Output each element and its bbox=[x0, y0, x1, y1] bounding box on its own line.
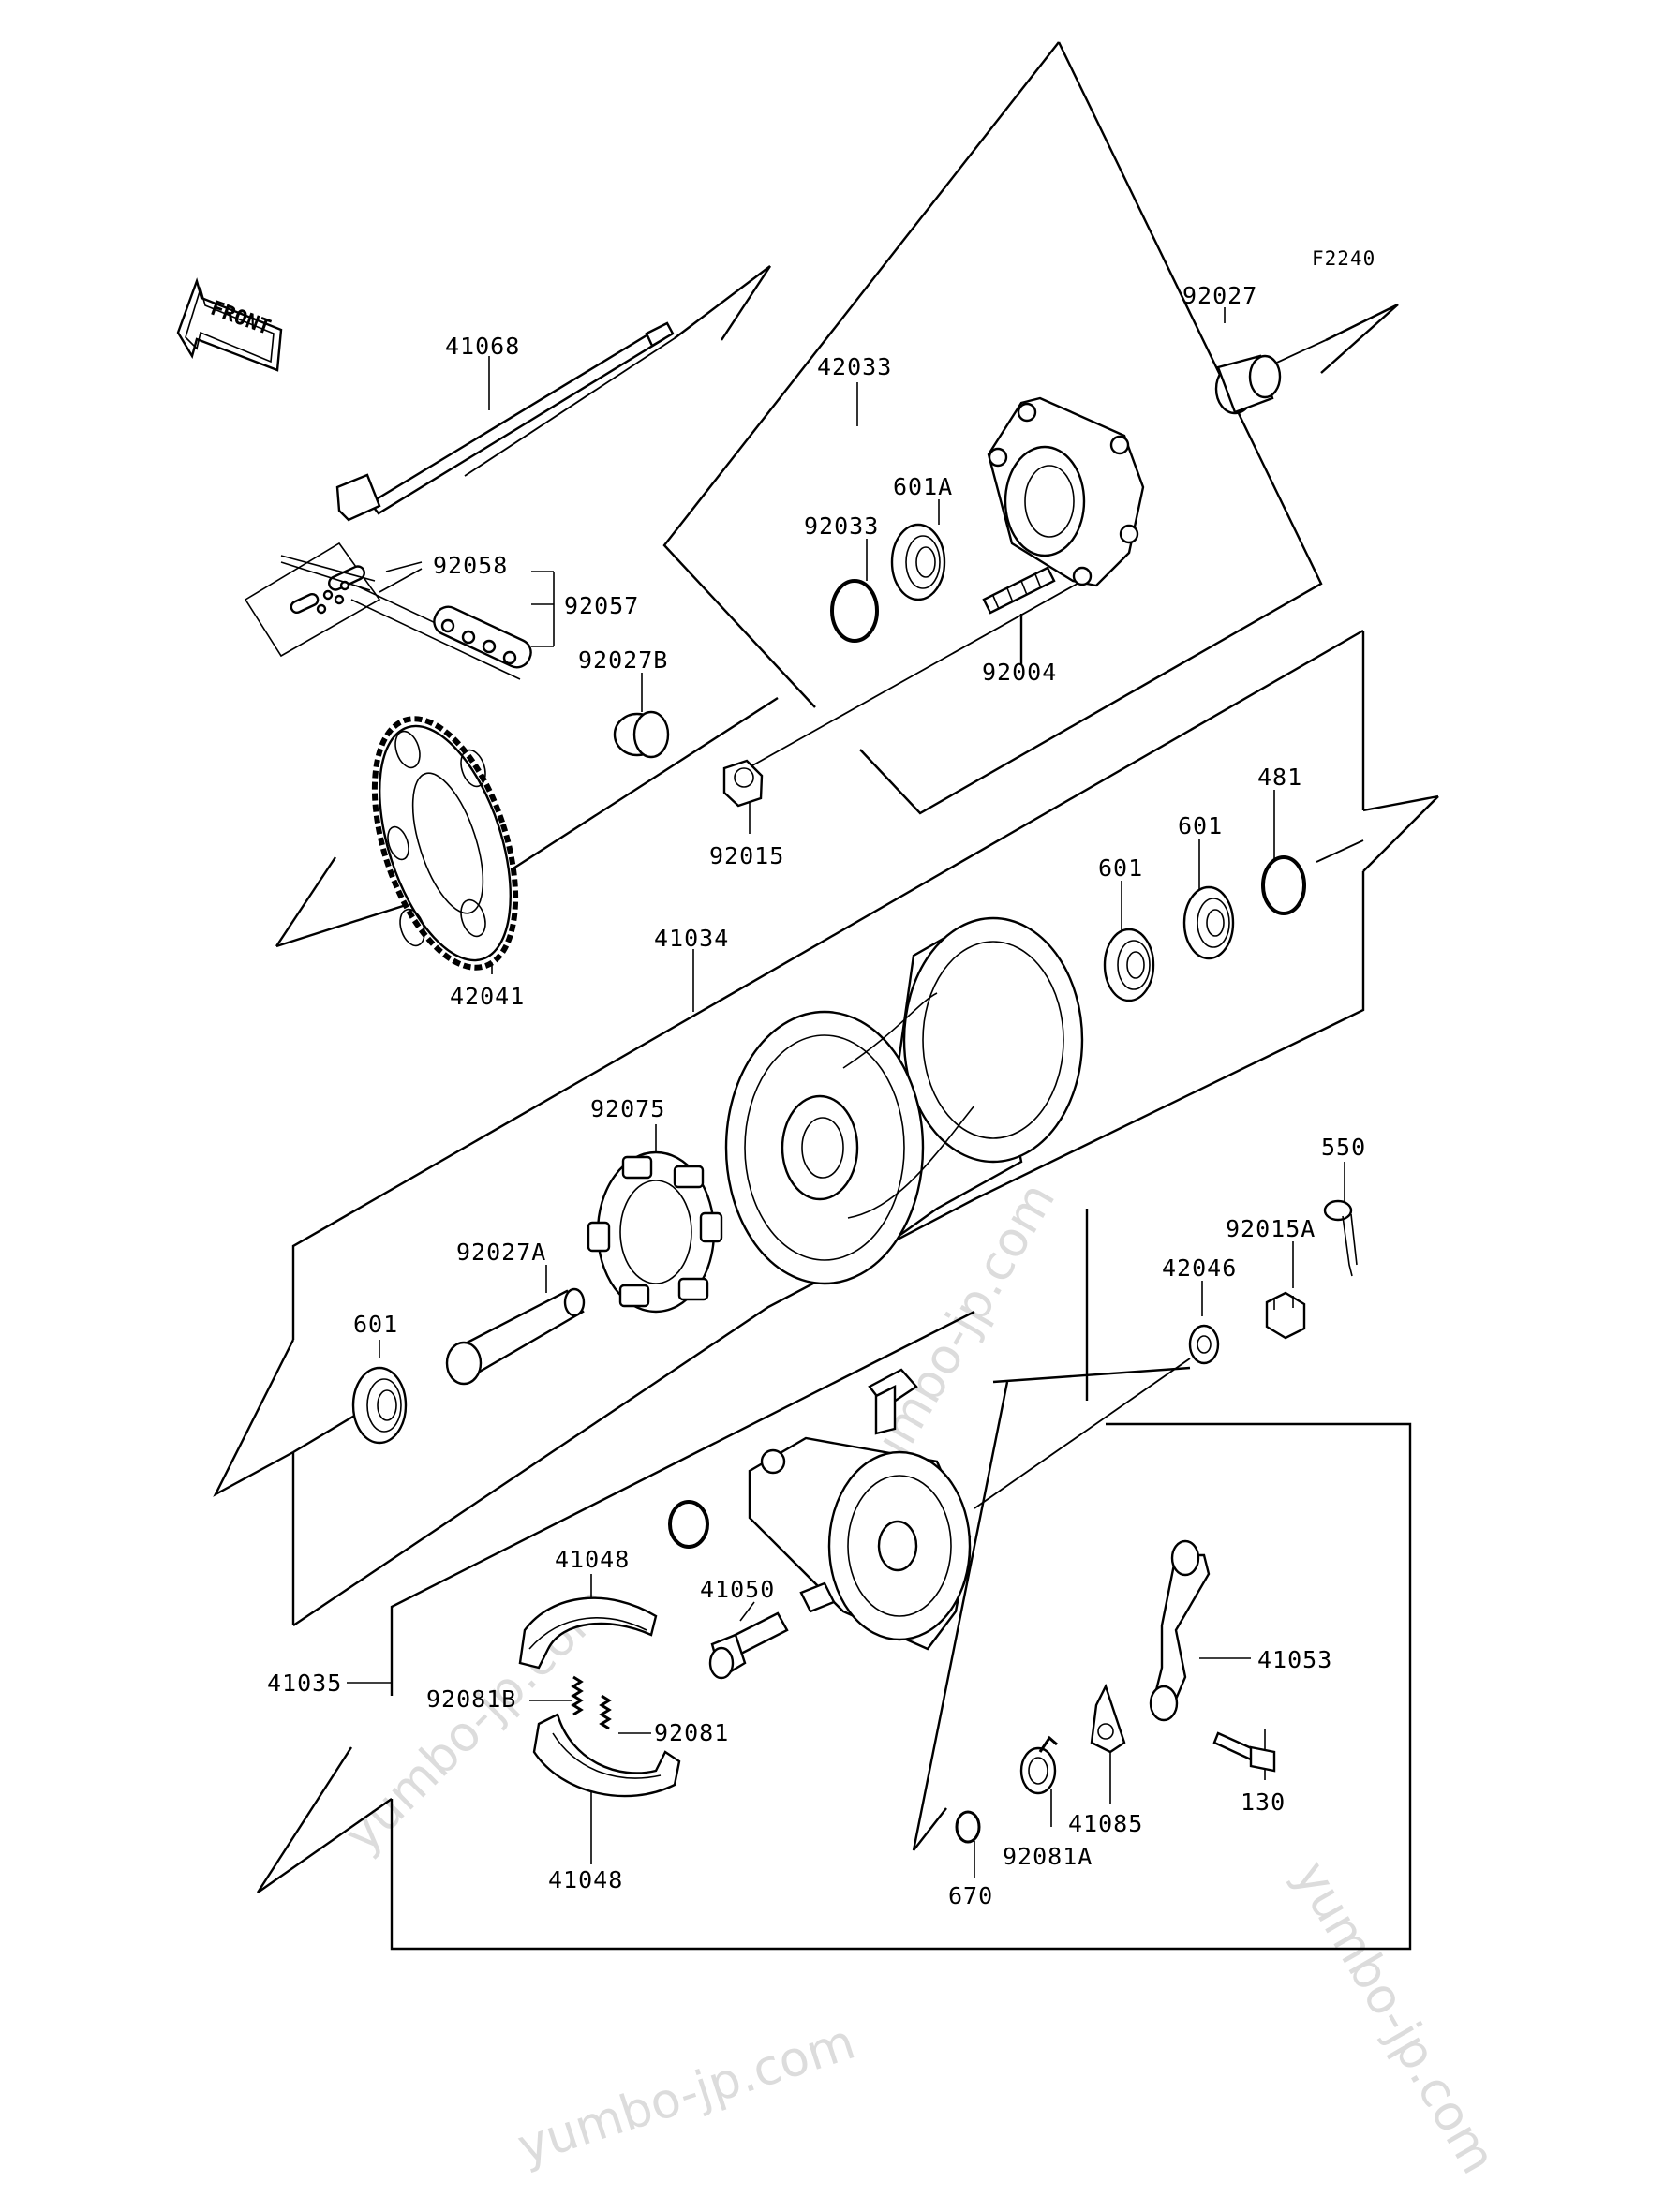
brake-outline bbox=[390, 1310, 1412, 1951]
part-label: 130 bbox=[1241, 1789, 1286, 1816]
brake-cam-bolt-part bbox=[868, 1368, 918, 1435]
part-label: 601A bbox=[893, 473, 953, 500]
chain-link-part bbox=[244, 542, 381, 658]
damper-92075-part bbox=[587, 1150, 723, 1314]
front-arrow-icon: FRONT bbox=[176, 277, 283, 372]
part-label: 92027B bbox=[578, 646, 668, 674]
chain-part bbox=[350, 585, 532, 680]
circlip-481-part bbox=[1261, 855, 1306, 915]
stud-92004-part bbox=[982, 566, 1056, 615]
coupling-outline bbox=[662, 41, 1323, 815]
part-label: 601 bbox=[1178, 812, 1223, 839]
part-label: 41048 bbox=[555, 1546, 630, 1573]
brake-cam-part bbox=[708, 1611, 789, 1680]
part-label: 92015A bbox=[1226, 1215, 1316, 1242]
spring-92081B-part bbox=[571, 1675, 584, 1716]
part-label: 92081B bbox=[426, 1685, 516, 1713]
part-label: 41035 bbox=[267, 1670, 342, 1697]
leader-lines bbox=[347, 307, 1345, 1878]
bearing-601-c-part bbox=[351, 1366, 408, 1445]
part-label: 92058 bbox=[433, 552, 508, 579]
axle-part bbox=[335, 321, 675, 522]
indicator-41085-part bbox=[1090, 1683, 1126, 1754]
collar-92027B-part bbox=[613, 710, 670, 759]
part-label: 92057 bbox=[564, 592, 639, 619]
hub-part bbox=[724, 916, 1084, 1285]
part-label: 601 bbox=[1098, 854, 1143, 882]
part-label: 41050 bbox=[700, 1576, 775, 1603]
bearing-601A-part bbox=[890, 523, 946, 601]
hub-outline bbox=[291, 629, 1365, 1626]
sprocket-part bbox=[371, 716, 519, 971]
part-label: 481 bbox=[1257, 764, 1302, 791]
part-label: 601 bbox=[353, 1311, 398, 1338]
brake-shoe-lower-part bbox=[532, 1713, 681, 1798]
part-label: 92081 bbox=[654, 1719, 729, 1746]
bolt-130-part bbox=[1212, 1731, 1276, 1773]
nut-92015-part bbox=[722, 759, 764, 808]
collar-92027-part bbox=[1214, 354, 1282, 415]
spring-92081-part bbox=[599, 1694, 612, 1730]
watermark: yumbo-jp.com bbox=[1283, 1852, 1507, 2184]
cotter-pin-550-part bbox=[1323, 1199, 1358, 1277]
circlip-panel-part bbox=[668, 1500, 709, 1549]
bearing-601-b-part bbox=[1103, 928, 1155, 1002]
part-label: 92027A bbox=[456, 1239, 546, 1266]
part-label: 550 bbox=[1321, 1134, 1366, 1161]
part-label: 41085 bbox=[1068, 1810, 1143, 1837]
part-label: 41053 bbox=[1257, 1646, 1332, 1673]
part-label: 92075 bbox=[590, 1095, 665, 1122]
part-label: 92027 bbox=[1182, 282, 1257, 309]
spacer-92027A-part bbox=[445, 1287, 586, 1386]
watermark: yumbo-jp.com bbox=[511, 2014, 861, 2176]
o-ring-670-part bbox=[955, 1810, 981, 1844]
brake-panel-part bbox=[748, 1436, 972, 1651]
part-label: 42041 bbox=[450, 983, 525, 1010]
part-label: 92033 bbox=[804, 512, 879, 540]
coupling-part bbox=[987, 396, 1145, 587]
circlip-92033-part bbox=[830, 579, 879, 643]
collar-42046-part bbox=[1188, 1324, 1220, 1365]
part-label: 41048 bbox=[548, 1866, 623, 1893]
part-label: 42046 bbox=[1162, 1254, 1237, 1282]
nut-92015A-part bbox=[1265, 1291, 1306, 1340]
brake-shoe-upper-part bbox=[518, 1596, 658, 1670]
part-label: 41068 bbox=[445, 333, 520, 360]
figure-code: F2240 bbox=[1312, 247, 1375, 270]
part-label: 42033 bbox=[817, 353, 892, 380]
bearing-601-a-part bbox=[1182, 885, 1235, 960]
spring-92081A-part bbox=[1019, 1735, 1058, 1795]
part-label: 92004 bbox=[982, 659, 1057, 686]
part-labels: 41068 42033 92027 601A 92033 92058 92057… bbox=[267, 282, 1366, 1909]
part-label: 670 bbox=[948, 1882, 993, 1909]
brake-lever-part bbox=[1149, 1539, 1211, 1722]
part-label: 41034 bbox=[654, 925, 729, 952]
part-label: 92015 bbox=[709, 842, 784, 869]
part-label: 92081A bbox=[1003, 1843, 1093, 1870]
